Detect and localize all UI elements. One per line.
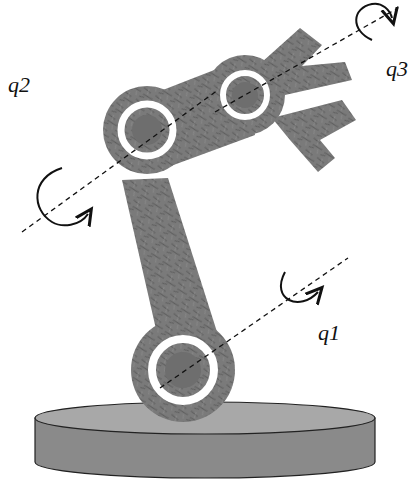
- lower-link: [122, 178, 218, 338]
- joint-axes: [22, 8, 398, 388]
- joint-label: q1: [318, 322, 340, 344]
- joint-2: [103, 86, 191, 174]
- joint-1: [131, 318, 235, 422]
- joint-label: q2: [8, 74, 30, 96]
- rotation-arrows: [37, 4, 392, 302]
- joint-label: q3: [386, 58, 408, 80]
- joint-3: [205, 55, 285, 135]
